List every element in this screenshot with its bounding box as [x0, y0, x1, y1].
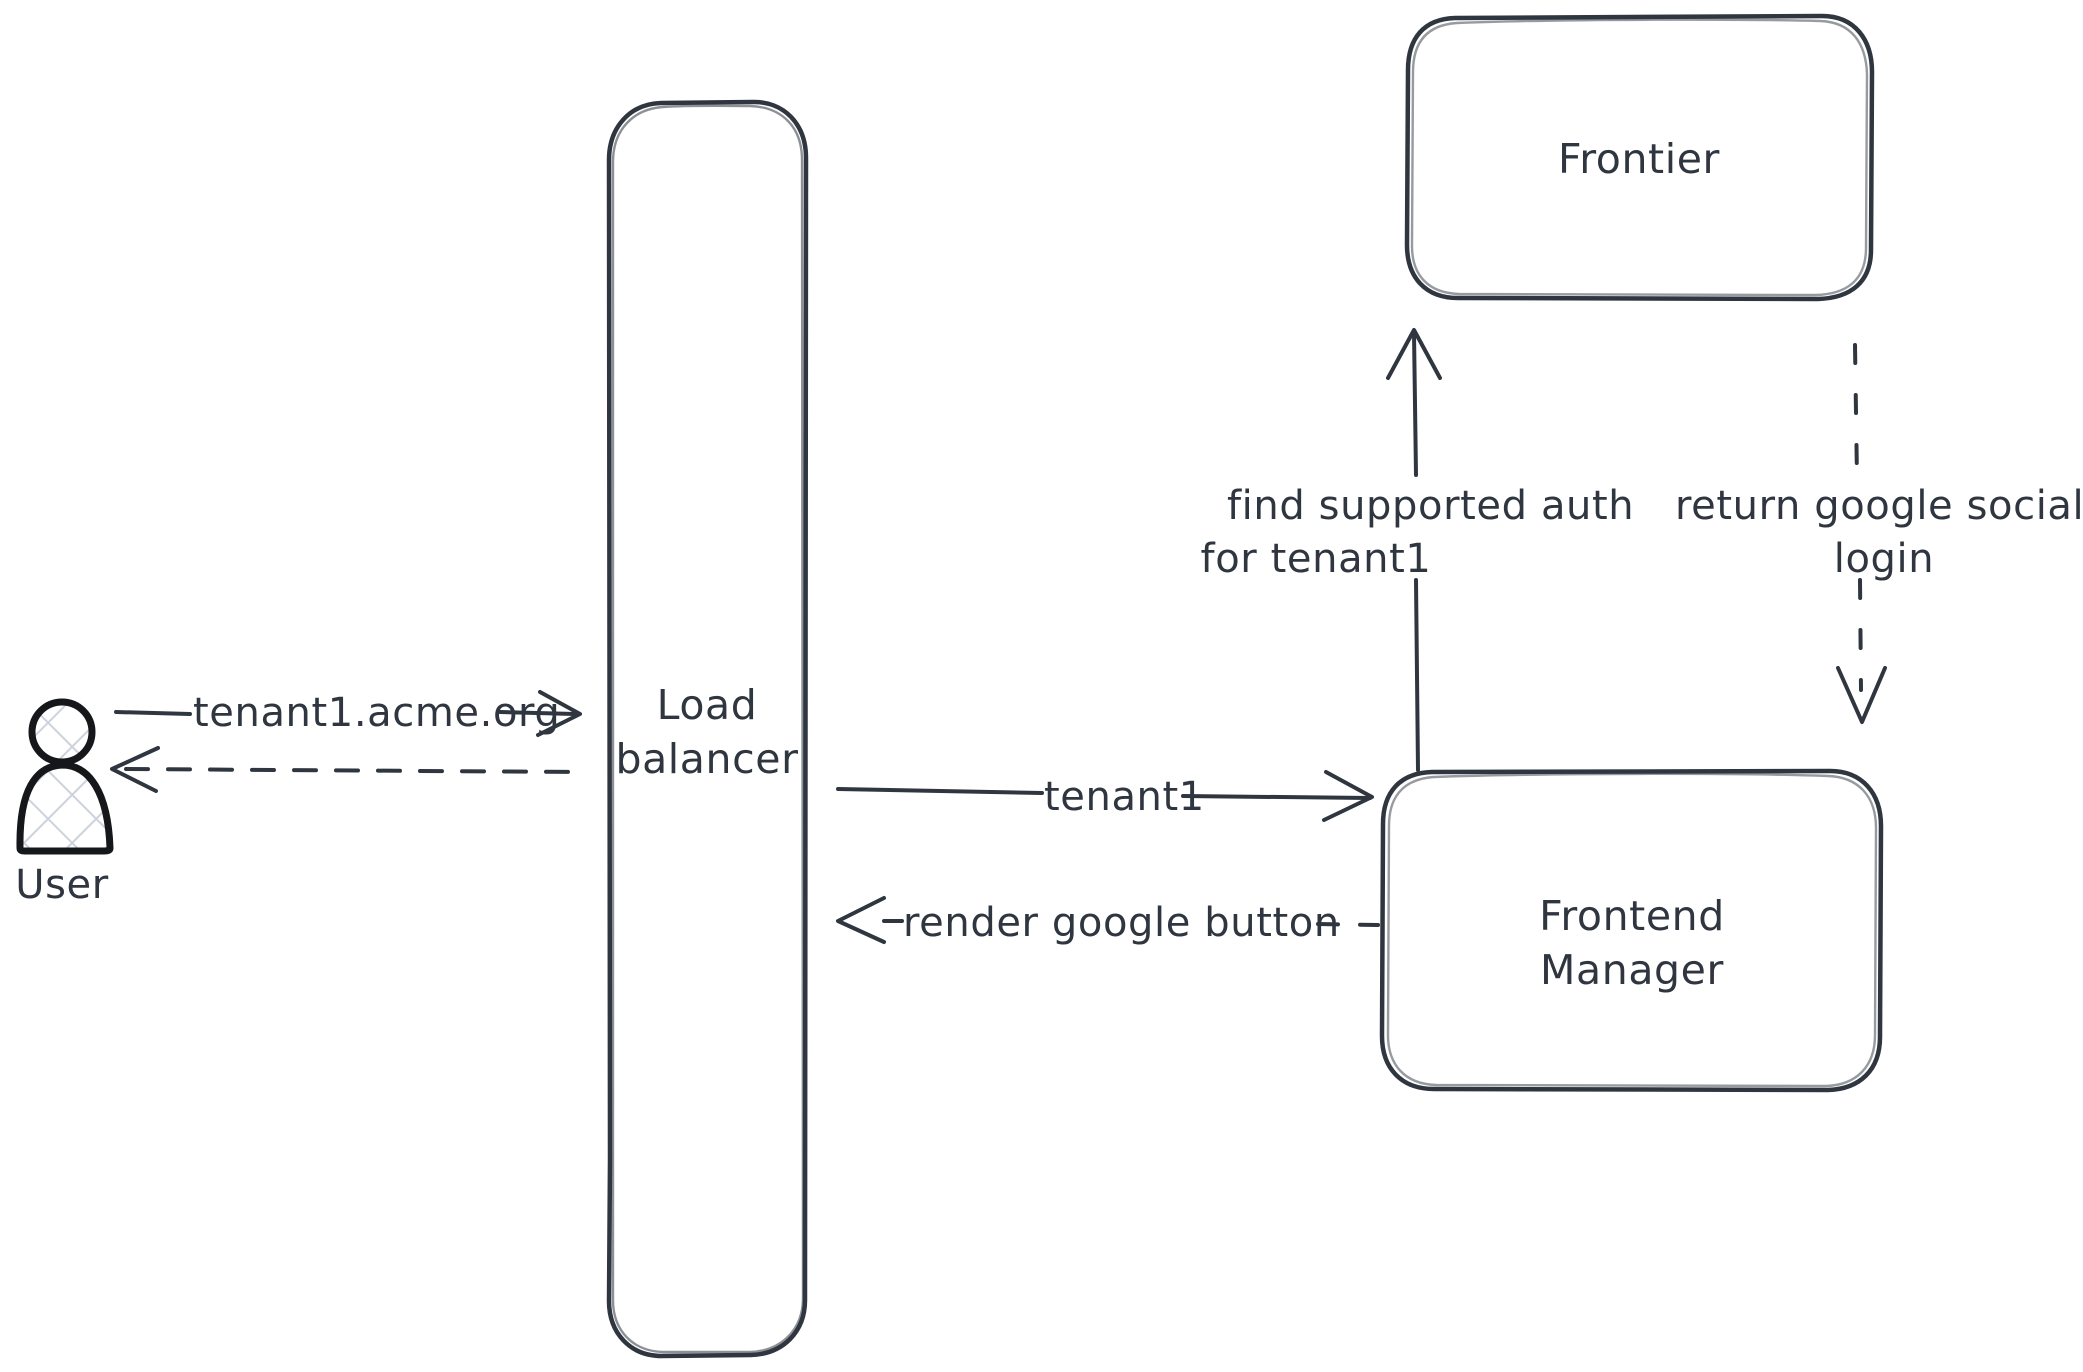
frontend-manager-shape-overdraw — [1386, 772, 1878, 1088]
user-actor[interactable]: User — [15, 698, 114, 908]
edge-line — [114, 710, 192, 716]
edge-label-load-balancer-to-frontend-manager: tenant1 — [1044, 774, 1205, 820]
frontend-manager-node[interactable]: Frontend Manager — [1379, 768, 1884, 1093]
arrowhead-right-icon — [536, 690, 582, 737]
frontier-shape-overdraw — [1410, 18, 1869, 297]
arrowhead-down-icon — [1836, 666, 1887, 724]
edge-line-dashed — [1316, 922, 1380, 927]
edge-user-to-load-balancer[interactable]: tenant1.acme.org — [114, 690, 582, 737]
frontier-node[interactable]: Frontier — [1404, 13, 1875, 302]
load-balancer-shape — [606, 99, 809, 1359]
arrowhead-left-icon — [836, 896, 886, 944]
load-balancer-node[interactable]: Load balancer — [606, 99, 809, 1359]
load-balancer-label-line1: Load — [657, 681, 758, 729]
edge-label-frontend-manager-to-frontier-line1: find supported auth — [1227, 483, 1634, 529]
edge-load-balancer-to-frontend-manager[interactable]: tenant1 — [836, 770, 1374, 822]
arrowhead-left-icon — [110, 746, 160, 793]
frontend-manager-label-line2: Manager — [1540, 946, 1724, 994]
arrowhead-up-icon — [1386, 328, 1442, 380]
edge-frontend-manager-to-frontier[interactable]: find supported auth for tenant1 — [1201, 328, 1635, 772]
load-balancer-shape-overdraw — [611, 104, 805, 1354]
edge-label-user-to-load-balancer: tenant1.acme.org — [193, 690, 560, 736]
user-body-icon — [16, 761, 114, 855]
edge-line-dashed — [1853, 343, 1859, 482]
edge-load-balancer-to-user[interactable] — [110, 746, 582, 793]
edge-line-dashed — [1858, 578, 1863, 692]
edge-line-dashed — [124, 767, 582, 774]
edge-line — [498, 710, 577, 716]
edge-frontier-to-frontend-manager[interactable]: return google social login — [1675, 343, 2083, 724]
edge-label-frontier-to-frontend-manager-line1: return google social — [1675, 483, 2083, 529]
edge-label-frontier-to-frontend-manager-line2: login — [1834, 536, 1934, 582]
frontend-manager-shape — [1379, 768, 1884, 1093]
edge-label-frontend-manager-to-load-balancer: render google button — [903, 900, 1340, 946]
edge-line — [1414, 578, 1420, 772]
edge-line — [1181, 794, 1372, 800]
user-actor-label: User — [15, 862, 109, 908]
edge-line — [836, 787, 1044, 795]
frontend-manager-label-line1: Frontend — [1539, 892, 1725, 940]
edge-label-frontend-manager-to-frontier-line2: for tenant1 — [1201, 536, 1432, 582]
load-balancer-label-line2: balancer — [615, 735, 798, 783]
frontier-shape — [1404, 13, 1875, 302]
user-head-icon — [28, 698, 96, 766]
frontier-label-line1: Frontier — [1558, 135, 1720, 183]
arrowhead-right-icon — [1322, 770, 1374, 822]
edge-line — [1412, 331, 1418, 477]
edge-frontend-manager-to-load-balancer[interactable]: render google button — [836, 896, 1380, 946]
